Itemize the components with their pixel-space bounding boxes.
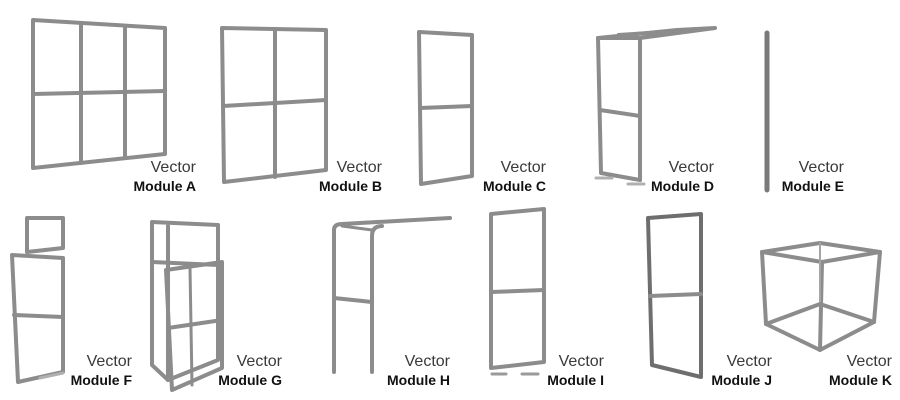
module-h-frame [332, 216, 452, 374]
module-label-d: Vector Module D [651, 159, 714, 194]
module-c-frame [417, 30, 474, 186]
module-label-a: Vector Module A [133, 159, 196, 194]
module-g-frame [150, 220, 224, 392]
module-name: Module D [651, 178, 714, 194]
brand-name: Vector [336, 159, 382, 176]
module-label-g: Vector Module G [218, 353, 282, 388]
module-i-frame [489, 207, 546, 370]
module-name: Module H [387, 372, 450, 388]
module-label-c: Vector Module C [483, 159, 546, 194]
brand-name: Vector [86, 353, 132, 370]
module-k-frame [760, 241, 882, 352]
module-name: Module K [829, 372, 892, 388]
module-name: Module F [70, 372, 132, 388]
module-d-frame [596, 26, 717, 182]
brand-name: Vector [150, 159, 196, 176]
brand-name: Vector [236, 353, 282, 370]
module-name: Module E [781, 178, 844, 194]
module-label-b: Vector Module B [319, 159, 382, 194]
module-name: Module G [218, 372, 282, 388]
module-label-h: Vector Module H [387, 353, 450, 388]
module-f-frame [10, 216, 65, 384]
module-label-k: Vector Module K [829, 353, 892, 388]
module-name: Module I [547, 372, 604, 388]
module-name: Module C [483, 178, 546, 194]
module-name: Module J [711, 372, 772, 388]
brand-name: Vector [500, 159, 546, 176]
module-b-frame [220, 26, 328, 184]
module-a-frame [31, 18, 167, 170]
brand-name: Vector [726, 353, 772, 370]
brand-name: Vector [846, 353, 892, 370]
brand-name: Vector [404, 353, 450, 370]
module-d-feet [594, 176, 646, 186]
module-label-f: Vector Module F [70, 353, 132, 388]
module-label-i: Vector Module I [547, 353, 604, 388]
module-name: Module A [133, 178, 196, 194]
brand-name: Vector [668, 159, 714, 176]
brand-name: Vector [798, 159, 844, 176]
module-name: Module B [319, 178, 382, 194]
module-label-e: Vector Module E [781, 159, 844, 194]
brand-name: Vector [558, 353, 604, 370]
module-label-j: Vector Module J [711, 353, 772, 388]
module-j-frame [646, 212, 703, 379]
